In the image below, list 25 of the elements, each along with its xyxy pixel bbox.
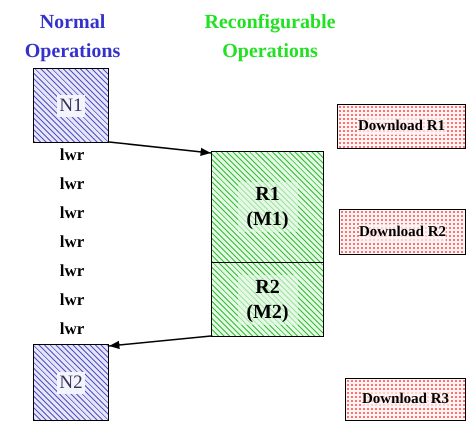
instruction-label: lwr xyxy=(58,145,86,166)
column-heading: Normal Operations xyxy=(24,10,122,64)
normal-operation-box xyxy=(33,344,109,421)
instruction-label: lwr xyxy=(58,261,86,282)
instruction-label: lwr xyxy=(58,174,86,194)
arrow xyxy=(108,335,212,350)
instruction-label: lwr xyxy=(58,203,86,224)
download-box xyxy=(337,104,466,149)
download-box xyxy=(339,209,466,255)
reconfigurable-operation-box xyxy=(211,151,324,263)
node-label: N2 xyxy=(57,372,85,394)
instruction-label: lwr xyxy=(58,290,86,310)
node-label: R1 (M1) xyxy=(238,182,298,232)
reconfigurable-operation-box xyxy=(211,262,324,337)
node-label: Download R1 xyxy=(358,118,446,135)
node-label: Download R3 xyxy=(362,391,450,408)
column-heading: Reconfigurable Operations xyxy=(203,10,337,64)
node-label: Download R2 xyxy=(358,224,446,240)
normal-operation-box xyxy=(33,68,109,143)
download-box xyxy=(345,378,466,421)
node-label: N1 xyxy=(57,94,85,116)
instruction-label: lwr xyxy=(58,319,86,340)
arrow xyxy=(108,141,212,156)
node-label: R2 (M2) xyxy=(238,274,298,324)
instruction-label: lwr xyxy=(58,232,86,252)
